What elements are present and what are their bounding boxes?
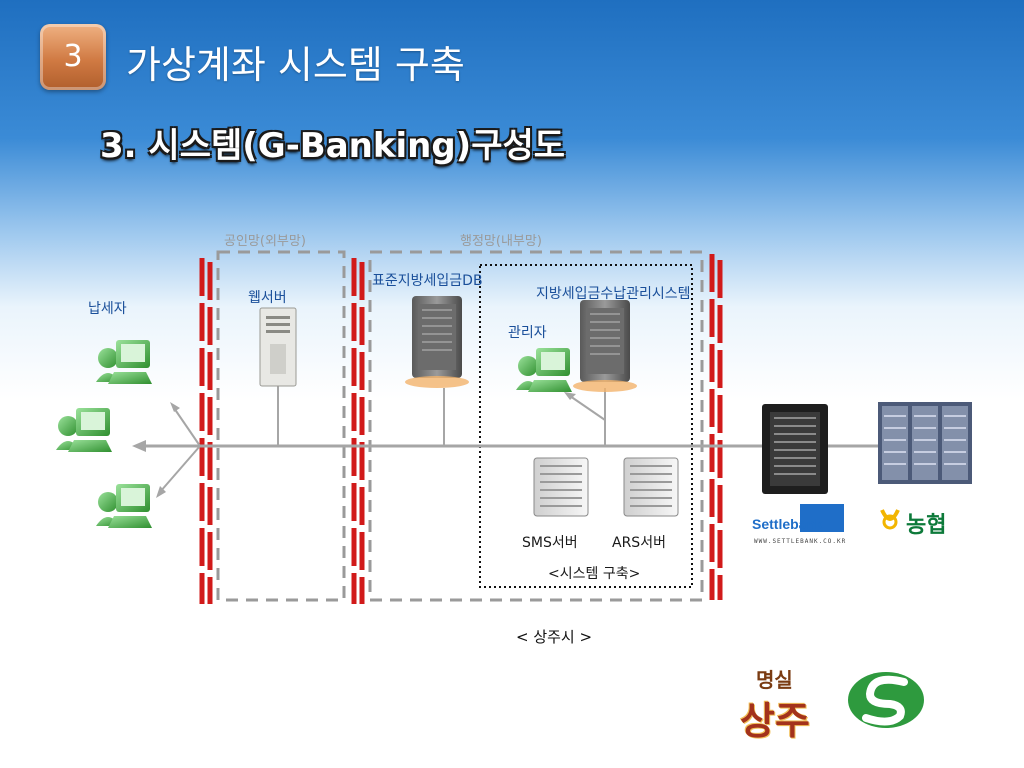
section-number: 3 [63,39,83,74]
sangju-logo-top-text: 명실 [756,668,793,692]
admin-net-label: 행정망(내부망) [460,234,542,249]
public-net-zone [216,250,346,602]
sangju-s-logo-icon [848,672,924,728]
tax-system-server-icon [573,300,637,392]
section-number-badge: 3 [40,24,106,90]
tax-system-label: 지방세입금수납관리시스템 [536,286,691,302]
org-label: < 상주시 > [516,628,593,646]
backbone-arrow-head [132,440,146,452]
web-server-icon [259,307,297,387]
db-server-icon [405,296,469,388]
public-net-label: 공인망(외부망) [224,234,306,249]
sms-server-icon [533,457,589,517]
admin-user-label: 관리자 [508,325,547,341]
sangju-logo-text: 상주 [740,699,810,743]
settlebank-url: WWW.SETTLEBANK.CO.KR [754,538,847,545]
nonghyup-server-icon [878,402,972,484]
taxpayer-pc-icon [56,408,112,452]
taxpayer-pc-icon [96,484,152,528]
sms-server-label: SMS서버 [522,535,578,551]
settlebank-logo-box [800,504,844,532]
settlebank-logo-text: Settlebank [752,516,823,532]
standard-db-label: 표준지방세입금DB [372,273,483,289]
taxpayer-pc-icon [96,340,152,384]
diagram-subtitle: 3. 시스템(G-Banking)구성도 [100,126,566,166]
system-build-zone [479,264,693,588]
taxpayer-label: 납세자 [88,301,127,317]
ars-server-icon [623,457,679,517]
web-server-label: 웹서버 [248,290,287,306]
nonghyup-logo-icon [880,509,900,530]
nonghyup-logo-text: 농협 [906,513,947,538]
settlebank-logo: Settlebank WWW.SETTLEBANK.CO.KR [752,504,847,545]
ars-server-label: ARS서버 [612,535,666,551]
system-build-label: <시스템 구축> [548,566,641,582]
admin-net-zone [368,250,704,602]
page-title: 가상계좌 시스템 구축 [126,43,465,87]
settlebank-server-icon [762,404,828,494]
admin-pc-icon [516,348,572,392]
